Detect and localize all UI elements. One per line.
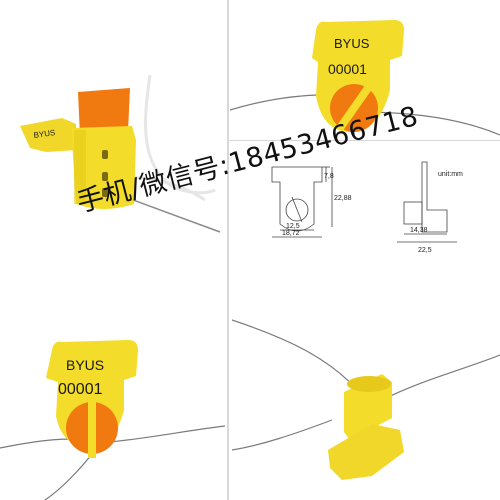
dim-3: 12,5 bbox=[286, 223, 300, 230]
seal-serial-text: 00001 bbox=[328, 61, 367, 77]
seal-back-illustration bbox=[232, 319, 500, 480]
photo-side-view: BYUS bbox=[0, 0, 225, 235]
dimension-drawing: 7,8 22,88 12,5 18,72 14,38 22,5 unit:mm bbox=[271, 161, 463, 254]
divider-vertical bbox=[227, 0, 229, 500]
seal-side-illustration: BYUS bbox=[20, 74, 221, 233]
svg-text:BYUS: BYUS bbox=[33, 128, 56, 140]
photo-bottom-left: BYUS 00001 bbox=[0, 330, 225, 500]
dim-1: 7,8 bbox=[324, 173, 334, 180]
seal-brand-text: BYUS bbox=[334, 36, 370, 51]
divider-horizontal-right bbox=[229, 140, 500, 141]
dim-4: 18,72 bbox=[282, 230, 300, 237]
unit-label: unit:mm bbox=[438, 171, 463, 178]
photo-bottom-right bbox=[232, 300, 500, 500]
technical-drawing: 7,8 22,88 12,5 18,72 14,38 22,5 unit:mm bbox=[232, 142, 500, 262]
seal-front-illustration: BYUS 00001 bbox=[230, 20, 500, 136]
dim-6: 22,5 bbox=[418, 247, 432, 254]
dim-2: 22,88 bbox=[334, 195, 352, 202]
seal-brand-text-2: BYUS bbox=[66, 357, 104, 373]
seal-bottom-left-illustration: BYUS 00001 bbox=[0, 340, 225, 500]
dim-5: 14,38 bbox=[410, 227, 428, 234]
seal-serial-text-2: 00001 bbox=[58, 381, 103, 398]
photo-front-view: BYUS 00001 bbox=[230, 0, 500, 140]
